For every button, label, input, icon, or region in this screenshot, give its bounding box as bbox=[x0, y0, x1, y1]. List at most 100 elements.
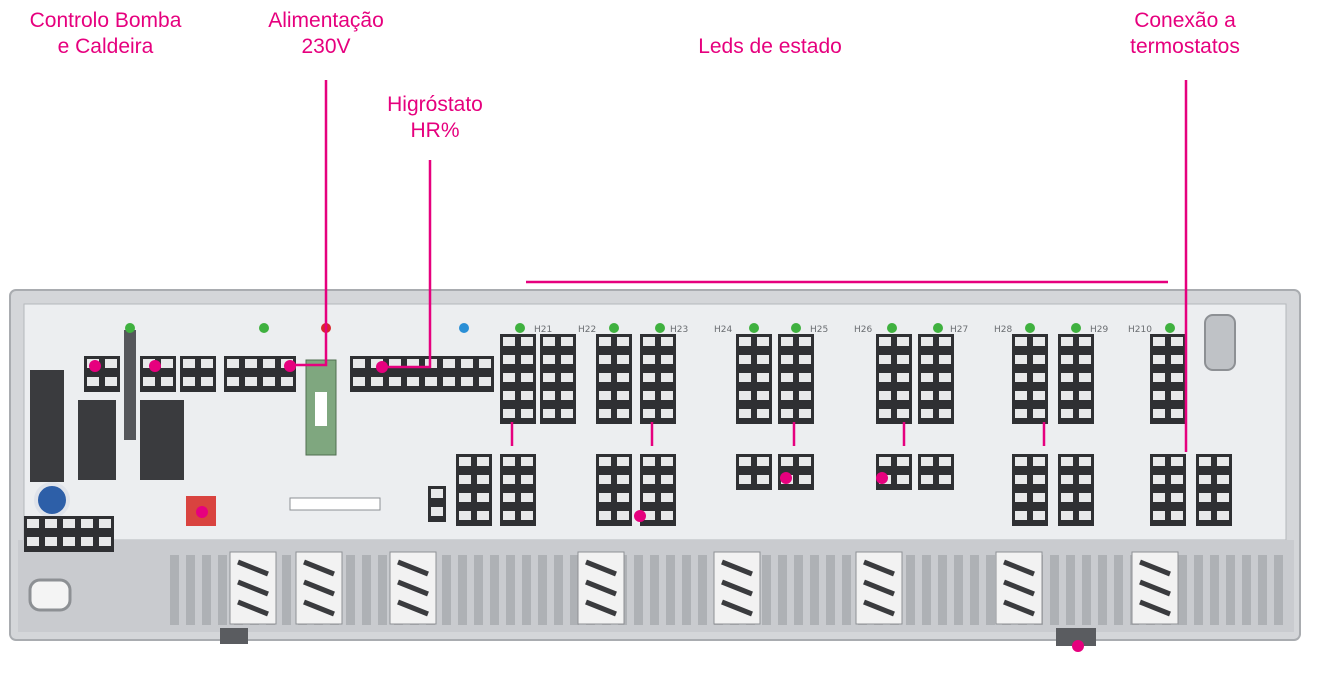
terminal-zone-upper-slot bbox=[521, 409, 533, 418]
terminal-hygrostat-slot bbox=[353, 377, 365, 386]
terminal-actuator-slot bbox=[1199, 457, 1211, 466]
mount-slot-right bbox=[1204, 314, 1236, 371]
terminal-zone-upper-slot bbox=[1171, 355, 1183, 364]
terminal-power-230v-slot bbox=[245, 359, 257, 368]
cable-clamps bbox=[229, 551, 1179, 625]
clamp-spring bbox=[237, 579, 269, 597]
callout-dot bbox=[284, 360, 296, 372]
callout-hygrostat bbox=[382, 160, 432, 369]
zone-led bbox=[749, 323, 759, 333]
terminal-zone-upper-slot bbox=[1171, 337, 1183, 346]
clamp-spring bbox=[303, 579, 335, 597]
terminal-bottom-left-slot bbox=[99, 537, 111, 546]
terminal-zone-upper-slot bbox=[897, 355, 909, 364]
terminal-zone-upper-slot bbox=[661, 409, 673, 418]
terminal-actuator-slot bbox=[879, 457, 891, 466]
terminal-zone-upper-slot bbox=[1015, 409, 1027, 418]
rib bbox=[458, 555, 467, 625]
zone-label: H21 bbox=[534, 325, 552, 335]
terminal-actuator-slot bbox=[599, 511, 611, 520]
terminal-actuator-slot bbox=[1199, 493, 1211, 502]
terminal-zone-upper-slot bbox=[643, 391, 655, 400]
terminal-actuator-slot bbox=[799, 475, 811, 484]
terminal-actuator-slot bbox=[661, 457, 673, 466]
mount-hole-left bbox=[28, 578, 72, 612]
terminal-extra-slot bbox=[431, 489, 443, 498]
terminal-actuator-slot bbox=[739, 457, 751, 466]
terminal-hygrostat-slot bbox=[443, 359, 455, 368]
zone-led bbox=[1071, 323, 1081, 333]
terminal-zone-upper-slot bbox=[739, 409, 751, 418]
zone-led bbox=[515, 323, 525, 333]
rib bbox=[1274, 555, 1283, 625]
terminal-zone-upper-slot bbox=[543, 373, 555, 382]
terminal-zone-upper-slot bbox=[897, 337, 909, 346]
rib bbox=[810, 555, 819, 625]
callout-dots bbox=[89, 360, 1084, 652]
terminal-zone-upper-slot bbox=[661, 373, 673, 382]
terminal-actuator-slot bbox=[599, 493, 611, 502]
terminal-zone-upper-slot bbox=[739, 373, 751, 382]
terminal-zone-upper-slot bbox=[781, 409, 793, 418]
callout-dot bbox=[634, 510, 646, 522]
terminal-zone-upper-slot bbox=[661, 337, 673, 346]
terminal-actuator-slot bbox=[1079, 457, 1091, 466]
terminal-actuator-slot bbox=[1033, 475, 1045, 484]
terminal-zone-upper-slot bbox=[897, 409, 909, 418]
rib bbox=[794, 555, 803, 625]
terminal-actuator-slot bbox=[617, 493, 629, 502]
rib bbox=[826, 555, 835, 625]
terminal-hygrostat-slot bbox=[407, 359, 419, 368]
terminal-zone-upper-slot bbox=[757, 373, 769, 382]
terminal-zone-upper-slot bbox=[1079, 355, 1091, 364]
terminal-zone-upper-slot bbox=[643, 373, 655, 382]
terminal-actuator-slot bbox=[1199, 511, 1211, 520]
terminal-zone-upper-slot bbox=[921, 409, 933, 418]
terminal-zone-upper-slot bbox=[503, 409, 515, 418]
terminal-zone-upper-slot bbox=[643, 409, 655, 418]
fuse-holder bbox=[124, 330, 136, 440]
zone-label: H26 bbox=[854, 325, 872, 335]
terminal-power-230v-slot bbox=[281, 377, 293, 386]
label-line: Controlo Bomba bbox=[29, 9, 182, 32]
clamp-spring bbox=[585, 559, 617, 577]
callout-power bbox=[292, 80, 328, 367]
terminal-bottom-left-slot bbox=[27, 519, 39, 528]
mount-tab-left bbox=[220, 628, 248, 644]
status-leds bbox=[125, 323, 1175, 333]
terminal-zone-upper-slot bbox=[503, 355, 515, 364]
terminal-earth-slot bbox=[201, 359, 213, 368]
clamp-spring bbox=[303, 559, 335, 577]
terminal-hygrostat-slot bbox=[461, 359, 473, 368]
terminal-zone-upper-slot bbox=[1033, 409, 1045, 418]
callout-dot bbox=[196, 506, 208, 518]
rib bbox=[522, 555, 531, 625]
terminal-actuator-slot bbox=[757, 475, 769, 484]
terminal-actuator-slot bbox=[1217, 457, 1229, 466]
terminal-hygrostat-slot bbox=[425, 377, 437, 386]
terminal-actuator-slot bbox=[521, 511, 533, 520]
terminal-zone-upper-slot bbox=[1061, 373, 1073, 382]
terminal-hygrostat-slot bbox=[461, 377, 473, 386]
terminal-actuator-slot bbox=[1061, 457, 1073, 466]
terminal-blocks bbox=[24, 334, 1232, 552]
terminal-actuator-slot bbox=[1033, 457, 1045, 466]
terminal-zone-upper-slot bbox=[1171, 409, 1183, 418]
zone-label: H22 bbox=[578, 325, 596, 335]
terminal-zone-upper-slot bbox=[543, 409, 555, 418]
rib bbox=[218, 555, 227, 625]
rib bbox=[1258, 555, 1267, 625]
terminal-pump-slot bbox=[105, 359, 117, 368]
rib bbox=[682, 555, 691, 625]
label-line: Alimentação bbox=[268, 9, 384, 32]
clamp-spring bbox=[237, 599, 269, 617]
terminal-zone-upper-slot bbox=[503, 337, 515, 346]
zone-led bbox=[1025, 323, 1035, 333]
terminal-boiler-slot bbox=[161, 377, 173, 386]
terminal-actuator-slot bbox=[1171, 511, 1183, 520]
rib bbox=[1050, 555, 1059, 625]
callout-dot bbox=[89, 360, 101, 372]
terminal-zone-upper-slot bbox=[599, 355, 611, 364]
terminal-zone-upper-slot bbox=[1033, 355, 1045, 364]
